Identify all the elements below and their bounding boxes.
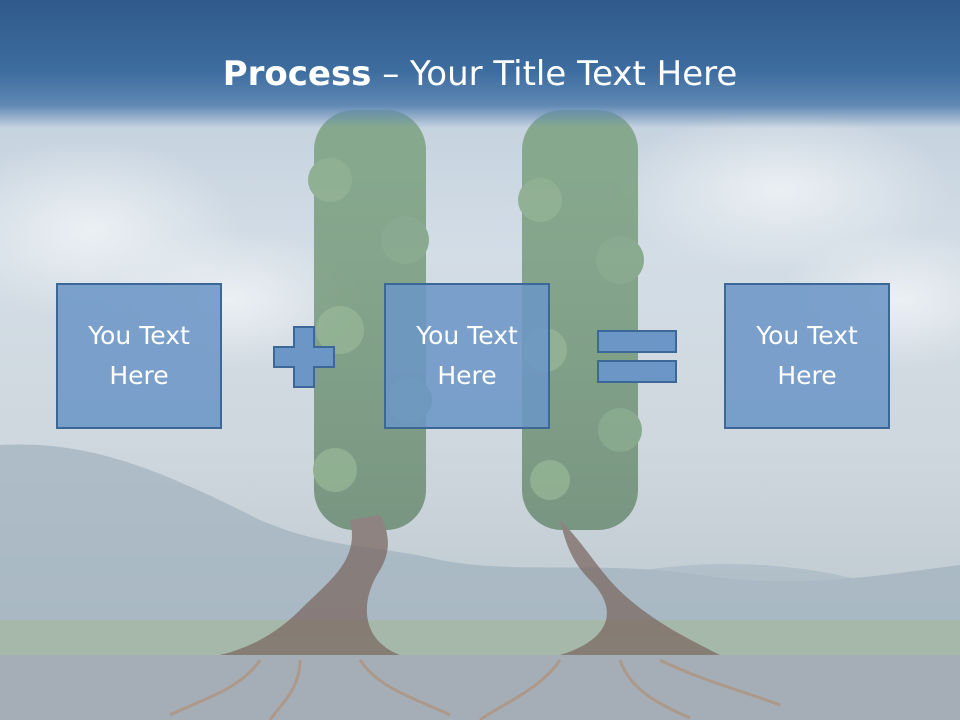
grass [0, 620, 960, 660]
slide-title: Process – Your Title Text Here [0, 52, 960, 96]
title-rest: – Your Title Text Here [371, 54, 738, 94]
text-box-3[interactable]: You Text Here [724, 283, 890, 429]
soil [0, 655, 960, 720]
text-box-label: You Text Here [88, 321, 190, 390]
text-box-2[interactable]: You Text Here [384, 283, 550, 429]
roots [169, 658, 781, 720]
equals-icon [597, 330, 677, 383]
title-band [0, 0, 960, 128]
plus-icon [273, 326, 335, 388]
text-box-1[interactable]: You Text Here [56, 283, 222, 429]
text-box-label: You Text Here [756, 321, 858, 390]
cloud [610, 110, 950, 270]
tree-right [518, 110, 720, 655]
title-bold: Process [222, 54, 372, 94]
text-box-label: You Text Here [416, 321, 518, 390]
